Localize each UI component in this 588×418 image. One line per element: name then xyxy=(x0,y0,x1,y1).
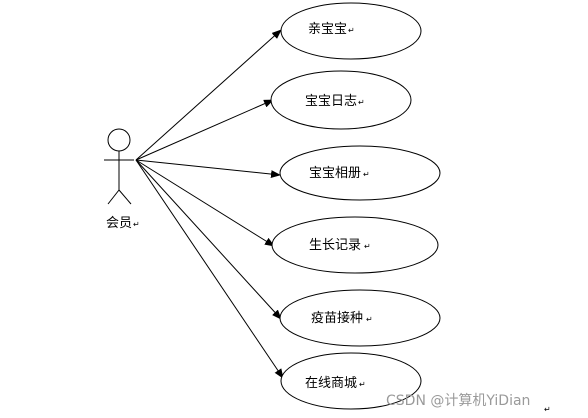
use-case: 宝宝日志 ↵ xyxy=(270,70,412,130)
actor-head xyxy=(107,128,131,152)
watermark-mark: ↵ xyxy=(544,405,551,414)
use-case-label: 宝宝日志 xyxy=(305,94,357,109)
association-arrow xyxy=(135,29,282,161)
association-arrow xyxy=(135,99,274,161)
use-case-label-mark: ↵ xyxy=(358,98,365,107)
use-case-ellipse xyxy=(279,289,441,347)
use-case: 在线商城 ↵ xyxy=(280,352,422,410)
use-case-ellipse xyxy=(279,145,441,201)
use-case-label: 亲宝宝 xyxy=(308,22,347,37)
watermark: CSDN @计算机YiDian xyxy=(386,393,530,409)
actor-name: 会员 xyxy=(106,216,132,231)
use-case: 亲宝宝 ↵ xyxy=(280,2,422,60)
actor-right-leg xyxy=(118,189,132,205)
use-case: 宝宝相册 ↵ xyxy=(279,145,441,201)
use-case-label: 在线商城 xyxy=(305,376,357,391)
use-case-label-mark: ↵ xyxy=(359,380,366,389)
actor-name-mark: ↵ xyxy=(133,220,140,229)
associations xyxy=(135,29,284,379)
use-case-label-mark: ↵ xyxy=(348,26,355,35)
use-case-label: 宝宝相册 xyxy=(309,166,361,181)
association-arrow xyxy=(135,159,281,179)
use-case-label-mark: ↵ xyxy=(363,170,370,179)
association-arrow xyxy=(135,159,275,247)
use-case: 疫苗接种 ↵ xyxy=(279,289,441,347)
actor: 会员 ↵ xyxy=(104,128,140,231)
use-case: 生长记录 ↵ xyxy=(271,216,439,274)
use-case-label-mark: ↵ xyxy=(366,315,373,324)
use-case-label-mark: ↵ xyxy=(364,242,371,251)
association-arrow xyxy=(135,159,284,379)
use-case-ellipse xyxy=(271,216,439,274)
use-case-ellipse xyxy=(270,70,412,130)
use-case-label: 疫苗接种 xyxy=(311,310,363,326)
use-case-label: 生长记录 xyxy=(309,238,361,253)
use-case-ellipse xyxy=(280,2,422,60)
association-arrow xyxy=(135,159,282,320)
actor-left-leg xyxy=(107,189,120,205)
use-case-ellipse xyxy=(280,352,422,410)
